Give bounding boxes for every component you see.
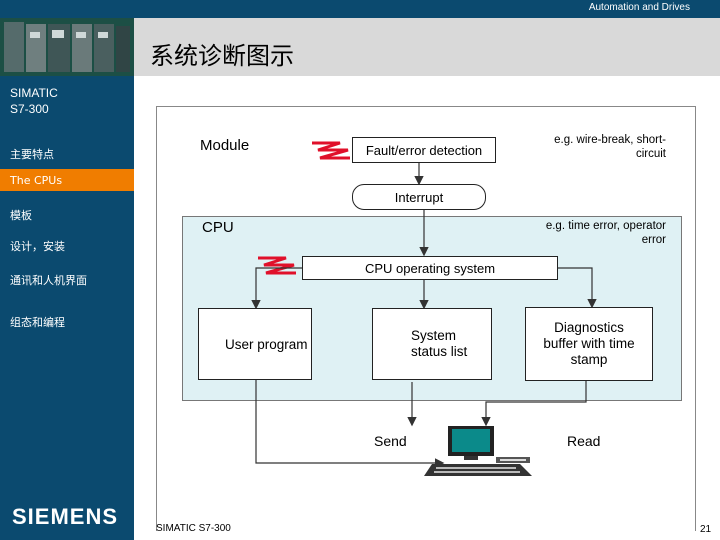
product-line-1: SIMATIC	[10, 86, 58, 100]
sidebar-item-design[interactable]: 设计，安装	[10, 240, 65, 253]
product-name: SIMATIC S7-300	[10, 85, 58, 117]
sidebar-active-highlight	[0, 169, 134, 191]
sidebar-item-communication[interactable]: 通讯和人机界面	[10, 274, 87, 287]
system-status-list-box: System status list	[372, 308, 492, 380]
product-line-2: S7-300	[10, 102, 49, 116]
read-label: Read	[567, 433, 601, 449]
cpu-label: CPU	[202, 219, 234, 236]
division-name: Automation and Drives	[588, 2, 690, 13]
siemens-logo: SIEMENS	[12, 504, 119, 529]
sidebar-item-cpus[interactable]: The CPUs	[10, 174, 63, 187]
interrupt-box: Interrupt	[352, 184, 486, 210]
hero-image	[0, 18, 134, 76]
programming-terminal-icon	[424, 426, 532, 476]
sidebar-item-modules[interactable]: 模板	[10, 209, 32, 222]
cpu-note: e.g. time error, operator error	[545, 220, 666, 246]
fault-detection-box: Fault/error detection	[352, 137, 496, 163]
module-note: e.g. wire-break, short-circuit	[554, 134, 666, 160]
page-number: 21	[700, 524, 712, 535]
diagnostics-buffer-box: Diagnostics buffer with time stamp	[525, 307, 653, 381]
footer-product: SIMATIC S7-300	[156, 523, 231, 534]
send-label: Send	[374, 433, 407, 449]
sidebar	[0, 76, 134, 540]
page-title: 系统诊断图示	[150, 42, 294, 70]
cpu-os-box: CPU operating system	[302, 256, 558, 280]
lightning-icon-module	[312, 141, 350, 160]
module-label: Module	[200, 137, 250, 154]
sidebar-item-programming[interactable]: 组态和编程	[10, 316, 65, 329]
plc-modules-image	[0, 18, 134, 76]
title-band	[134, 18, 720, 76]
lightning-icon-cpu	[258, 256, 296, 275]
user-program-box: User program	[198, 308, 312, 380]
top-bar	[0, 0, 720, 18]
sidebar-item-features[interactable]: 主要特点	[10, 148, 54, 161]
